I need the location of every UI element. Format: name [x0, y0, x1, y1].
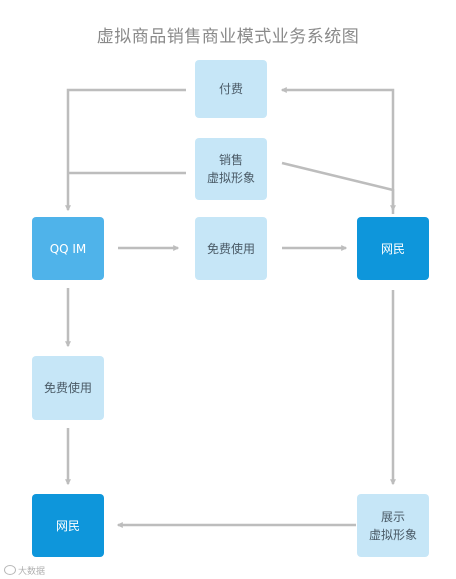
node-netizen-right: 网民 [357, 217, 429, 280]
node-sell-line-2: 虚拟形象 [206, 171, 255, 185]
node-netizen-right-line-1: 网民 [380, 241, 405, 256]
watermark: 大数据 [4, 564, 45, 577]
node-free-left-line-1: 免费使用 [43, 381, 92, 395]
node-show-line-1: 展示 [380, 509, 405, 524]
node-show-line-2: 虚拟形象 [368, 527, 417, 542]
node-sell-line-1: 销售 [218, 153, 243, 167]
weibo-logo-icon [4, 565, 16, 575]
arrow-netizen-to-pay [280, 87, 395, 214]
node-free-use-left: 免费使用 [32, 356, 104, 420]
arrow-sell-to-netizen [281, 161, 396, 212]
node-sell-virtual-image: 销售 虚拟形象 [195, 138, 267, 200]
node-netizen-bottom: 网民 [32, 494, 104, 557]
diagram-title: 虚拟商品销售商业模式业务系统图 [96, 27, 360, 47]
watermark-text: 大数据 [18, 567, 46, 577]
node-qq-im: QQ IM [32, 217, 104, 280]
node-pay: 付费 [195, 60, 267, 118]
node-netizen-bottom-line-1: 网民 [55, 518, 80, 533]
node-show-virtual-image: 展示 虚拟形象 [357, 494, 429, 557]
node-pay-line-1: 付费 [218, 82, 243, 96]
arrow-pay-to-qqim [65, 88, 186, 212]
node-free-mid-line-1: 免费使用 [206, 241, 255, 256]
node-free-use-middle: 免费使用 [195, 217, 267, 280]
node-qqim-line-1: QQ IM [49, 241, 87, 256]
